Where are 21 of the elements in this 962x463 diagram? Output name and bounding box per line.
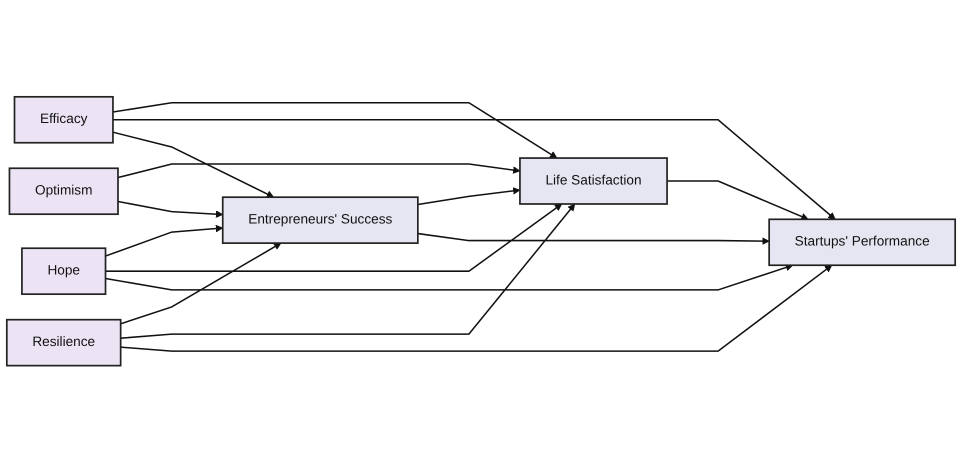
node-box: Resilience	[6, 319, 122, 367]
arrow	[112, 132, 274, 198]
node-box: Hope	[21, 248, 106, 296]
node-box: Efficacy	[14, 96, 114, 144]
arrow	[106, 204, 562, 272]
arrow	[105, 225, 224, 258]
node-box: Entrepreneurs' Success	[222, 196, 419, 244]
arrow	[418, 187, 520, 206]
arrow	[112, 119, 836, 220]
node-box: Startups' Performance	[768, 218, 956, 266]
arrow	[667, 180, 808, 220]
arrow	[418, 233, 770, 246]
arrow	[120, 204, 576, 340]
arrow	[105, 264, 794, 291]
node-box: Optimism	[8, 168, 119, 216]
node-box: Life Satisfaction	[519, 158, 668, 206]
arrow	[118, 164, 520, 179]
arrow	[120, 265, 832, 352]
arrow	[118, 201, 224, 218]
arrow	[112, 102, 558, 159]
arrow	[120, 243, 282, 325]
